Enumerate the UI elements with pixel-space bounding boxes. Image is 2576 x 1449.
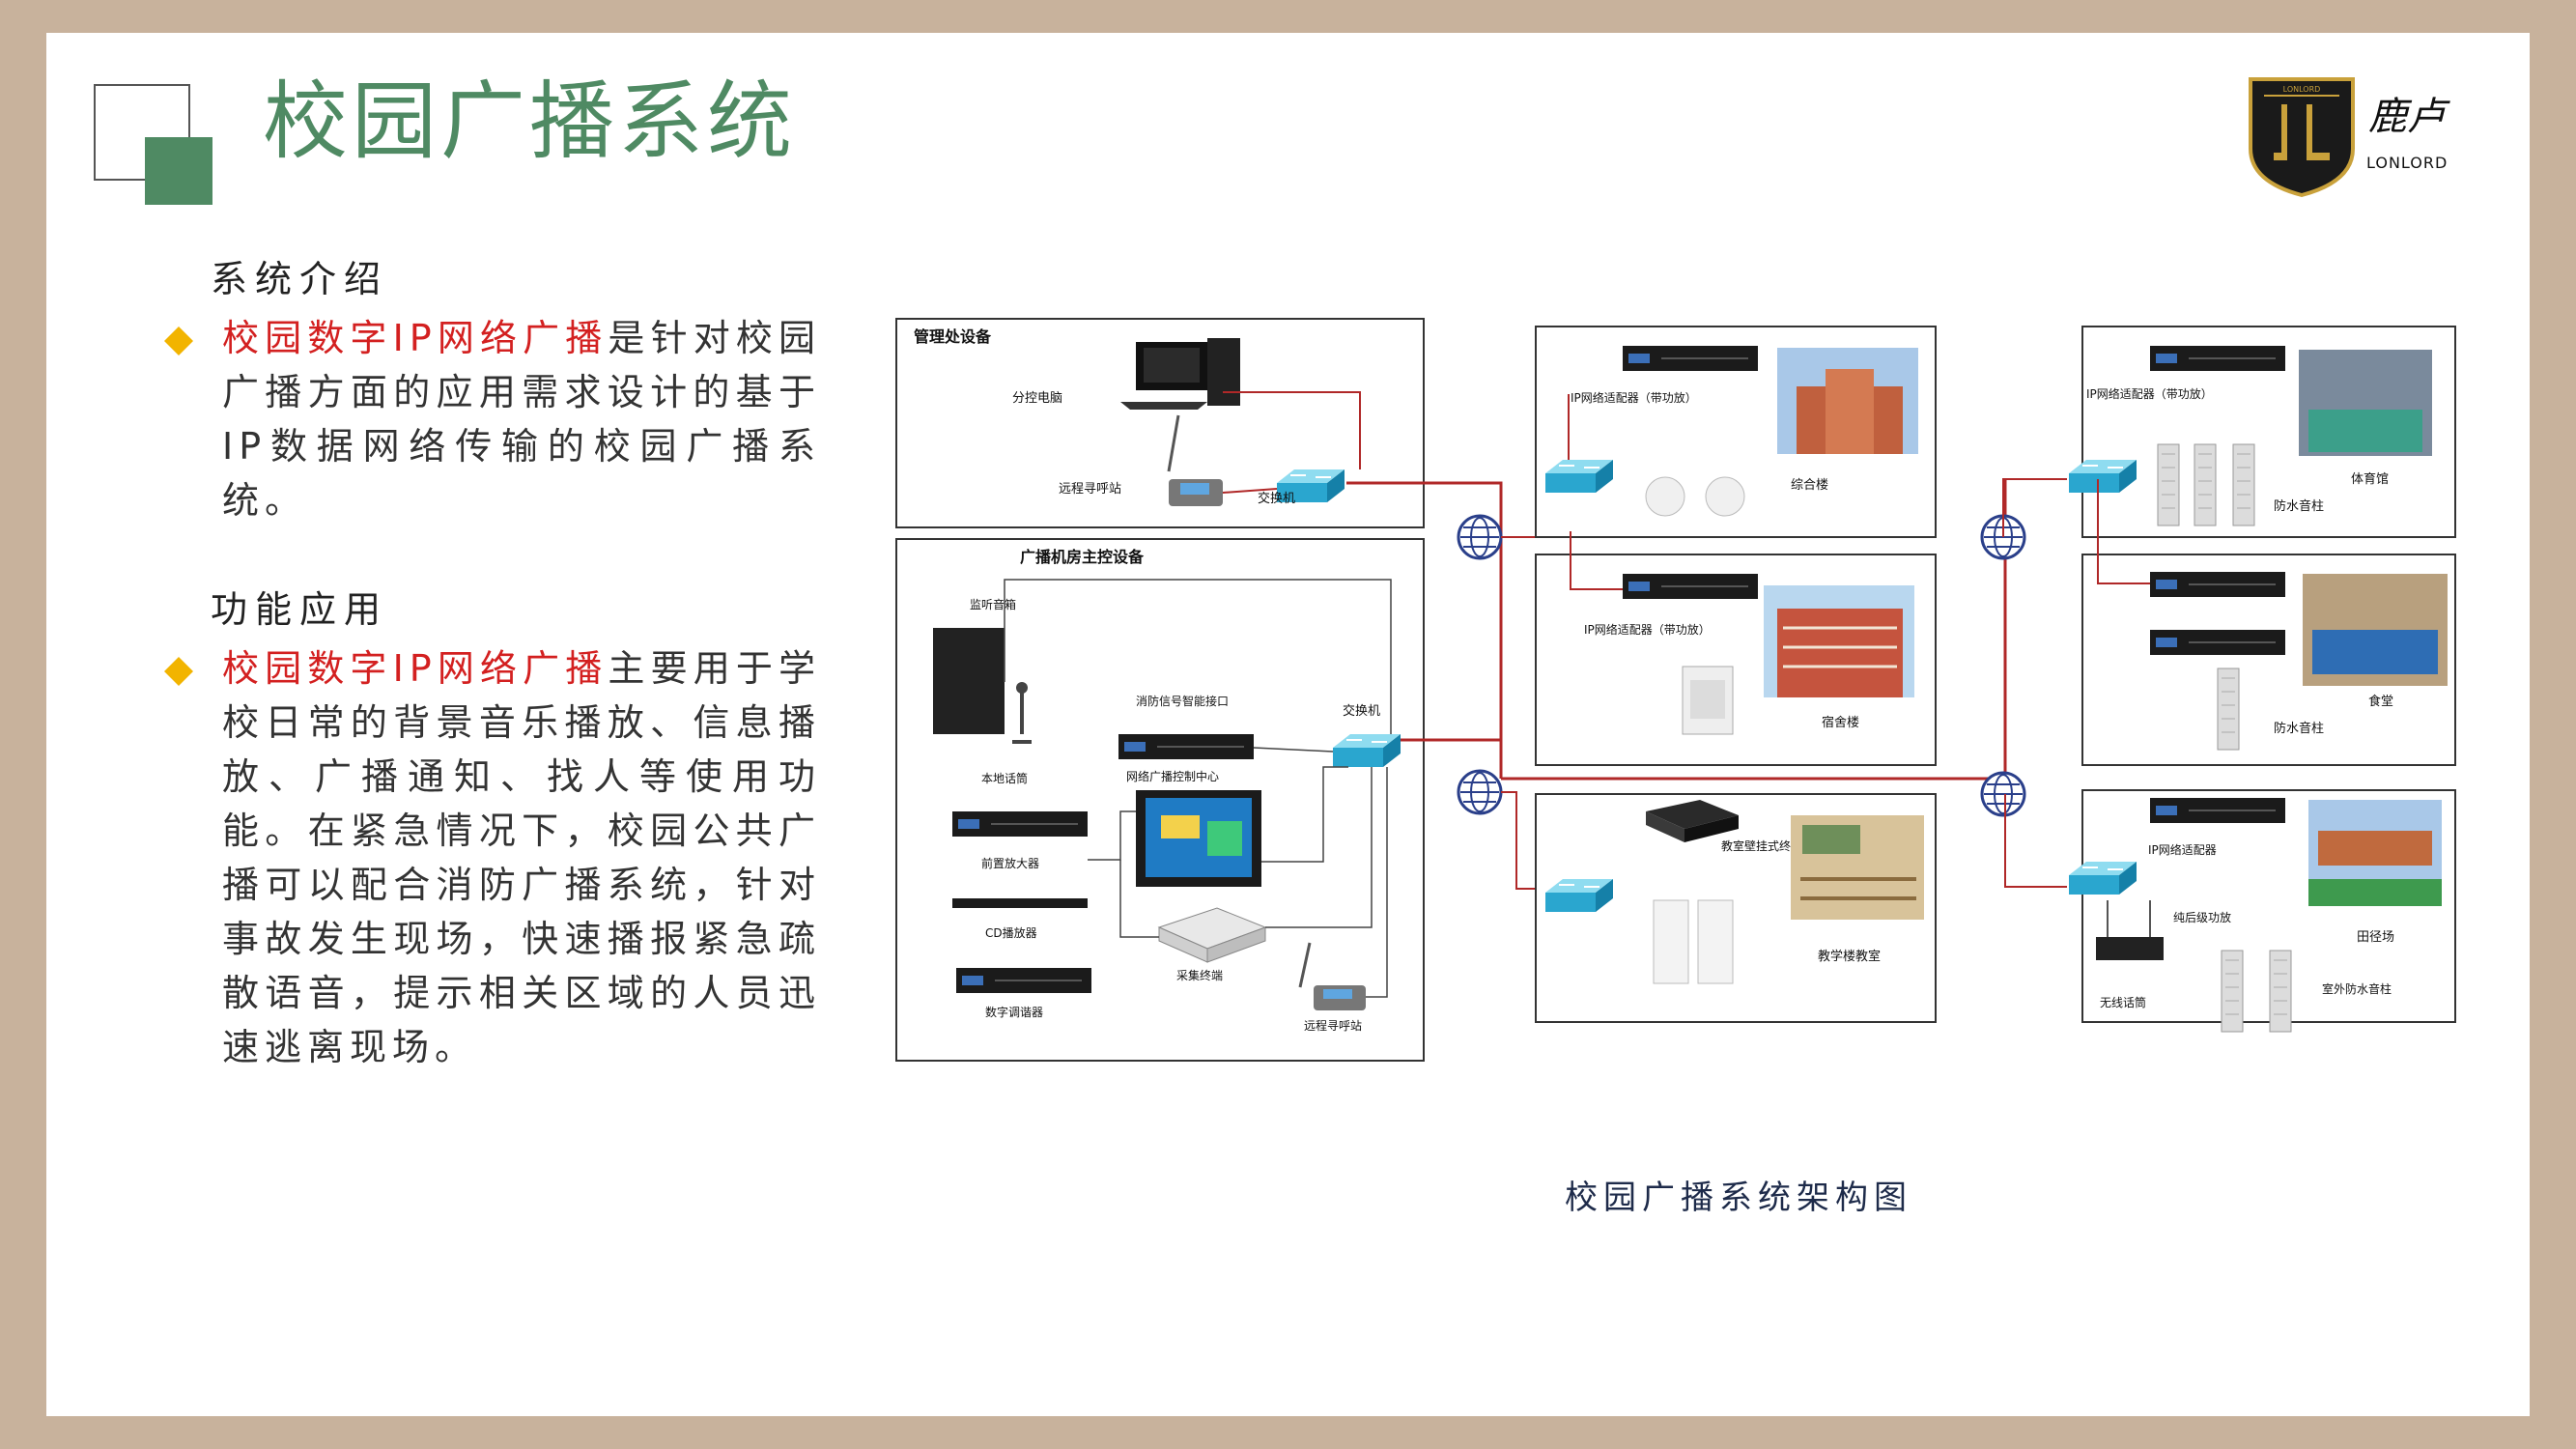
cd-player-icon	[952, 898, 1088, 908]
b6-name: 田径场	[2357, 930, 2394, 945]
logo-brand-en: LONLORD	[2366, 154, 2448, 172]
b6-amp-label: 纯后级功放	[2173, 910, 2231, 924]
b2-adapter-rack-icon	[1622, 573, 1759, 600]
preamp-icon	[951, 810, 1089, 838]
b4-column-speaker-icon-3	[2232, 443, 2255, 526]
b1-adapter-label: IP网络适配器（带功放）	[1571, 390, 1697, 405]
mgmt-switch-label: 交换机	[1258, 491, 1295, 506]
b1-building-photo	[1777, 348, 1918, 454]
mgmt-pc-icon	[1120, 338, 1240, 410]
b5-adapter-rack-icon	[2149, 571, 2286, 598]
network-globe-icon-4	[1980, 771, 2026, 817]
network-globe-icon-2	[1457, 769, 1503, 815]
diagram-caption: 校园广播系统架构图	[1565, 1179, 1912, 1217]
function-highlight: 校园数字IP网络广播	[222, 647, 609, 690]
function-text: 主要用于学校日常的背景音乐播放、信息播放、广播通知、找人等使用功能。在紧急情况下…	[222, 647, 821, 1068]
intro-paragraph: 校园数字IP网络广播是针对校园广播方面的应用需求设计的基于IP数据网络传输的校园…	[222, 311, 821, 527]
tuner-icon	[955, 967, 1092, 994]
mgmt-mic-label: 远程寻呼站	[1059, 482, 1121, 497]
function-paragraph: 校园数字IP网络广播主要用于学校日常的背景音乐播放、信息播放、广播通知、找人等使…	[222, 641, 821, 1074]
control-title: 广播机房主控设备	[1020, 548, 1145, 566]
tuner-label: 数字调谐器	[985, 1005, 1043, 1019]
mgmt-mic-icon	[1167, 414, 1223, 506]
collector-icon	[1157, 907, 1267, 963]
intro-heading: 系统介绍	[211, 258, 389, 300]
b4-column-speaker-icon-1	[2157, 443, 2180, 526]
fire-interface-icon	[1118, 733, 1255, 760]
center-label: 网络广播控制中心	[1126, 769, 1219, 783]
b1-adapter-rack-icon	[1622, 345, 1759, 372]
b6-adapter-label: IP网络适配器	[2148, 842, 2217, 857]
monitor-speaker-icon	[933, 628, 1005, 734]
logo-brand-cn: 鹿卢	[2368, 95, 2450, 139]
b4-adapter-label: IP网络适配器（带功放）	[2086, 386, 2213, 401]
remote-label: 远程寻呼站	[1304, 1018, 1362, 1033]
control-switch-label: 交换机	[1343, 703, 1380, 719]
page-title: 校园广播系统	[263, 71, 797, 171]
title-decor-fill	[145, 137, 212, 205]
b3-name: 教学楼教室	[1818, 949, 1881, 964]
b3-speaker-icon-1	[1653, 899, 1689, 984]
b6-field-photo	[2308, 800, 2442, 906]
b5-canteen-photo	[2303, 574, 2448, 686]
control-center-icon	[1136, 790, 1261, 887]
fire-label: 消防信号智能接口	[1136, 694, 1229, 708]
mgmt-title: 管理处设备	[914, 327, 992, 346]
network-globe-icon-1	[1457, 514, 1503, 560]
collector-label: 采集终端	[1176, 968, 1223, 982]
b1-name: 综合楼	[1791, 478, 1828, 493]
b3-speaker-icon-2	[1697, 899, 1734, 984]
b5-column-speaker-icon	[2217, 668, 2240, 751]
preamp-label: 前置放大器	[981, 856, 1039, 870]
b5-amp-rack-icon	[2149, 629, 2286, 656]
b4-gym-photo	[2299, 350, 2432, 456]
b3-classroom-photo	[1791, 815, 1924, 920]
mgmt-pc-label: 分控电脑	[1012, 391, 1062, 406]
b6-outdoor-speaker-icon-2	[2269, 950, 2292, 1033]
b2-adapter-label: IP网络适配器（带功放）	[1584, 622, 1711, 637]
function-heading: 功能应用	[211, 588, 389, 631]
logo-shield-text: LONLORD	[2283, 85, 2321, 94]
b3-terminal-label: 教室壁挂式终端	[1721, 838, 1802, 853]
b6-mic-label: 无线话筒	[2100, 995, 2146, 1009]
b1-ceiling-speaker-icon-1	[1645, 476, 1685, 517]
b2-name: 宿舍楼	[1822, 715, 1859, 730]
logo-shield-icon	[2249, 77, 2355, 198]
b2-building-photo	[1764, 585, 1914, 697]
intro-highlight: 校园数字IP网络广播	[222, 317, 609, 359]
b6-adapter-rack-icon	[2149, 797, 2286, 824]
b6-wireless-mic-icon	[2096, 900, 2164, 960]
b4-column-speaker-icon-2	[2194, 443, 2217, 526]
b4-adapter-rack-icon	[2149, 345, 2286, 372]
b2-wall-speaker-icon	[1682, 666, 1734, 735]
b4-name: 体育馆	[2351, 471, 2389, 487]
brand-logo: LONLORD 鹿卢 LONLORD	[2249, 77, 2450, 198]
b4-speaker-label: 防水音柱	[2274, 498, 2324, 514]
b6-outdoor-speaker-icon-1	[2221, 950, 2244, 1033]
b5-speaker-label: 防水音柱	[2274, 721, 2324, 736]
cd-label: CD播放器	[985, 925, 1037, 940]
intro-text: 是针对校园广播方面的应用需求设计的基于IP数据网络传输的校园广播系统。	[222, 317, 821, 522]
architecture-diagram: 管理处设备 分控电脑 远程寻呼站 交换机 广播机房主控设备 监听音箱 本地话筒 …	[895, 318, 2456, 1062]
localmic-label: 本地话筒	[981, 771, 1028, 785]
remote-mic-icon	[1298, 942, 1366, 1010]
b5-name: 食堂	[2368, 694, 2393, 709]
local-mic-icon	[1012, 692, 1032, 744]
b1-ceiling-speaker-icon-2	[1705, 476, 1745, 517]
b6-speaker-label: 室外防水音柱	[2322, 981, 2392, 996]
b3-terminal-icon	[1646, 800, 1739, 842]
monitor-label: 监听音箱	[970, 597, 1016, 611]
